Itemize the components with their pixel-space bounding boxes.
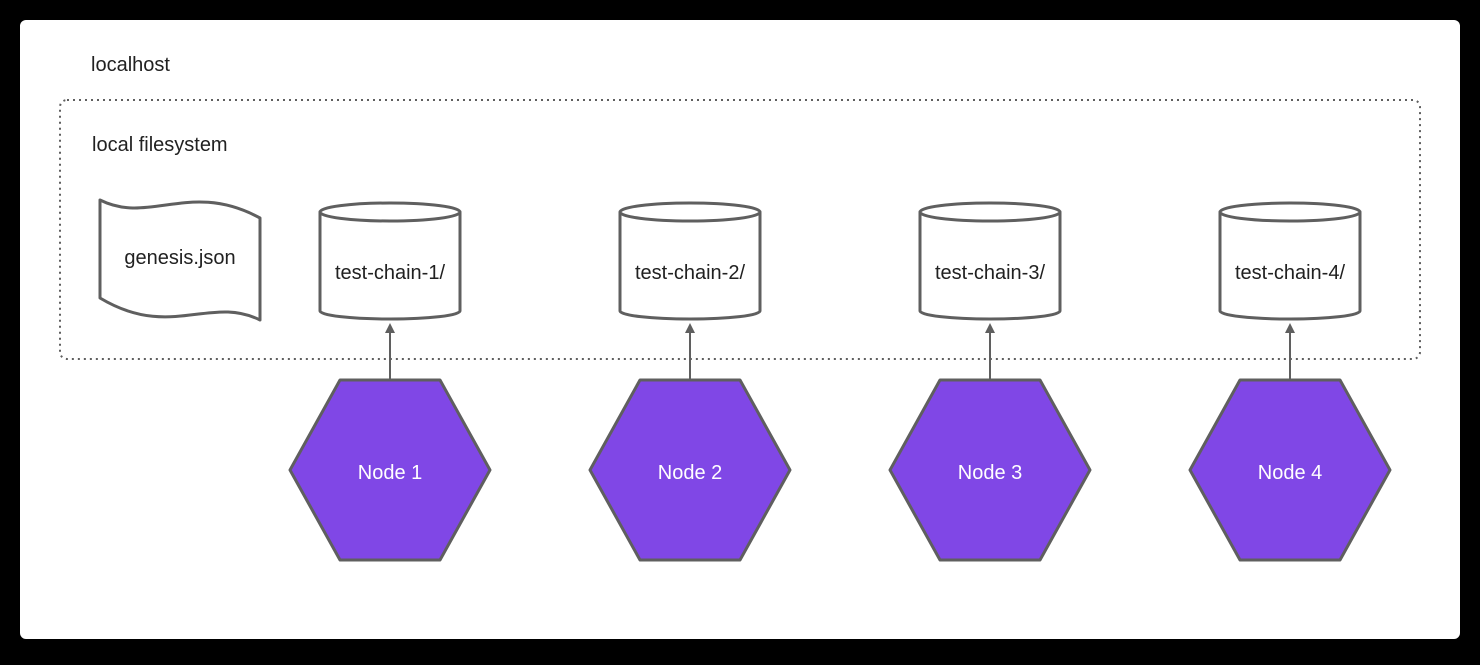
chain-dir-label: test-chain-2/	[635, 262, 745, 284]
node-label: Node 2	[658, 462, 723, 484]
database-top	[318, 201, 462, 223]
chain-dir: test-chain-1/	[318, 201, 462, 321]
node-label: Node 1	[358, 462, 423, 484]
hexagon-icon	[1188, 378, 1392, 562]
node: Node 3	[888, 378, 1092, 562]
chain-dir-label: test-chain-4/	[1235, 262, 1345, 284]
chain-dir: test-chain-3/	[918, 201, 1062, 321]
chain-dir-label: test-chain-1/	[335, 262, 445, 284]
database-icon	[918, 212, 1062, 321]
database-icon	[318, 212, 462, 321]
node-label: Node 4	[1258, 462, 1323, 484]
node: Node 2	[588, 378, 792, 562]
database-icon	[1218, 212, 1362, 321]
database-top	[1218, 201, 1362, 223]
filesystem-box	[59, 99, 1421, 360]
node: Node 1	[288, 378, 492, 562]
chain-dir: test-chain-4/	[1218, 201, 1362, 321]
genesis-file: genesis.json	[98, 198, 262, 322]
genesis-file-label: genesis.json	[124, 247, 235, 269]
node-label: Node 3	[958, 462, 1023, 484]
hexagon-icon	[588, 378, 792, 562]
document-icon	[98, 198, 262, 322]
database-icon	[618, 212, 762, 321]
hexagon-icon	[888, 378, 1092, 562]
database-top	[918, 201, 1062, 223]
database-top	[618, 201, 762, 223]
chain-dir: test-chain-2/	[618, 201, 762, 321]
filesystem-label: local filesystem	[92, 134, 228, 156]
chain-dir-label: test-chain-3/	[935, 262, 1045, 284]
localhost-label: localhost	[91, 54, 170, 76]
hexagon-icon	[288, 378, 492, 562]
node: Node 4	[1188, 378, 1392, 562]
